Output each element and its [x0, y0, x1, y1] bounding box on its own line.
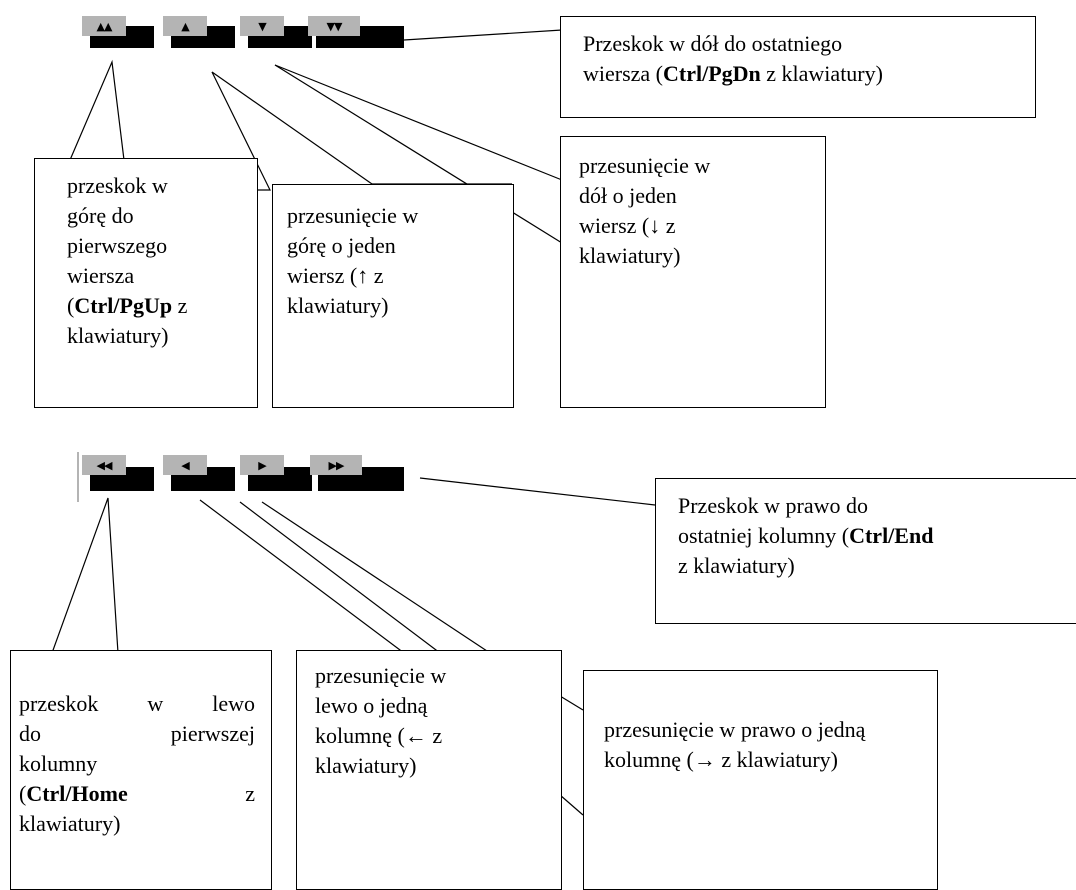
jump-first-row-button[interactable]: ▲▲	[82, 16, 154, 48]
leader-col-left-3	[261, 501, 491, 654]
right-arrow-icon: ▶	[258, 458, 267, 472]
row-up-button[interactable]: ▲	[163, 16, 235, 48]
leader-row-last	[403, 29, 563, 41]
column-right-button[interactable]: ▶	[240, 455, 312, 491]
double-right-arrow-icon: ▶▶	[328, 458, 345, 472]
double-down-arrow-icon: ▼▼	[326, 19, 343, 33]
leader-col-left-2	[239, 501, 441, 654]
jump-first-column-button[interactable]: ◀◀	[82, 455, 154, 491]
shortcut-ctrl-pgup: Ctrl/PgUp	[74, 293, 173, 318]
callout-jump-last-column: Przeskok w prawo do ostatniej kolumny (C…	[655, 478, 1076, 624]
jump-last-column-button[interactable]: ▶▶	[310, 455, 404, 491]
left-arrow-icon: ◀	[181, 458, 190, 472]
jump-last-row-button[interactable]: ▼▼	[308, 16, 404, 48]
shortcut-ctrl-pgdn: Ctrl/PgDn	[663, 61, 761, 86]
double-left-arrow-icon: ◀◀	[96, 458, 113, 472]
leader-col-right-2	[559, 794, 584, 816]
leader-row-first	[69, 59, 125, 161]
up-arrow-icon: ▲	[181, 19, 190, 33]
leader-col-last	[419, 477, 656, 506]
callout-column-left: przesunięcie w lewo o jedną kolumnę (← z…	[296, 650, 562, 890]
callout-jump-last-row: Przeskok w dół do ostatniego wiersza (Ct…	[560, 16, 1036, 118]
leader-col-first	[51, 497, 119, 654]
leader-row-down-1	[274, 64, 563, 244]
row-down-button[interactable]: ▼	[240, 16, 312, 48]
leader-col-left-1	[199, 499, 405, 654]
callout-column-right: przesunięcie w prawo o jedną kolumnę (→ …	[583, 670, 938, 890]
callout-row-down: przesunięcie w dół o jeden wiersz (↓ z k…	[560, 136, 826, 408]
down-arrow-icon: ▼	[258, 19, 267, 33]
leader-row-up-2	[211, 71, 373, 185]
callout-jump-first-row: przeskok w górę do pierwszego wiersza (C…	[34, 158, 258, 408]
leader-col-right-1	[559, 695, 584, 711]
double-up-arrow-icon: ▲▲	[96, 19, 113, 33]
column-left-button[interactable]: ◀	[163, 455, 235, 491]
leader-row-down-2	[274, 64, 563, 181]
shortcut-ctrl-end: Ctrl/End	[849, 523, 934, 548]
shortcut-ctrl-home: Ctrl/Home	[26, 781, 128, 806]
callout-row-up: przesunięcie w górę o jeden wiersz (↑ z …	[272, 184, 514, 408]
toolbar-edge	[77, 452, 79, 502]
